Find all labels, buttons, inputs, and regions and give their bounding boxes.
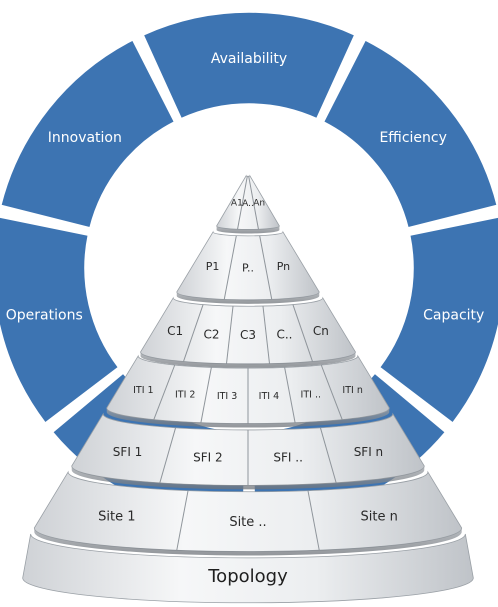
cell-divider: [237, 176, 248, 230]
cell-divider: [200, 367, 212, 423]
tier-rim: [34, 528, 462, 556]
cell-label-site: Site ..: [229, 515, 266, 530]
tier-rim: [216, 226, 280, 234]
ring-segment-availability: Availability: [142, 11, 356, 120]
tier-rim: [71, 466, 425, 490]
tier-surface: [176, 230, 320, 301]
ring-segment-shape: [0, 38, 176, 229]
cell-divider: [319, 427, 337, 483]
cell-label-pn: Pn: [277, 260, 290, 273]
cell-label-iti-n: ITI n: [342, 385, 362, 396]
cell-label-iti-4: ITI 4: [259, 391, 279, 402]
ring-segment-label: Availability: [211, 51, 287, 67]
cone-tier-2: P1 P.. Pn: [176, 230, 320, 304]
ring-segment-innovation: Innovation: [0, 38, 176, 229]
cell-divider: [262, 306, 270, 364]
cell-label-iti: ITI ..: [301, 389, 321, 400]
ring-segment-label: Capacity: [423, 308, 484, 324]
ring-segment-shape: [142, 11, 356, 120]
cell-label-sfi-1: SFI 1: [113, 445, 143, 459]
base-surface: [22, 533, 474, 604]
ring-segment-label: Innovation: [48, 130, 122, 146]
cell-divider: [320, 364, 343, 420]
topology-label: Topology: [207, 566, 288, 587]
cell-label-site-n: Site n: [361, 510, 398, 525]
cone-tier-5: SFI 1 SFI 2 SFI .. SFI n: [71, 412, 425, 490]
cell-label-sfi-n: SFI n: [354, 445, 383, 459]
tier-surface: [140, 296, 356, 365]
tier-surface: [33, 470, 463, 552]
cell-divider: [307, 490, 320, 551]
cell-label-iti-2: ITI 2: [175, 389, 195, 400]
cell-divider: [292, 304, 313, 362]
ring-segment-capacity: Capacity: [378, 216, 498, 425]
cell-divider: [259, 235, 273, 300]
cell-label-iti-3: ITI 3: [217, 391, 237, 402]
ring-segment-shape: [322, 38, 498, 229]
cell-label-p: P..: [242, 262, 254, 275]
cell-divider: [183, 304, 204, 362]
cell-label-c1: C1: [167, 324, 183, 338]
cell-label-sfi: SFI ..: [273, 450, 303, 464]
cell-divider: [248, 176, 259, 230]
cone-tier-6: Site 1 Site .. Site n: [33, 470, 463, 556]
cell-label-sfi-2: SFI 2: [193, 450, 223, 464]
cell-divider: [176, 490, 189, 551]
tier-rim: [140, 352, 356, 368]
tier-rim: [176, 292, 320, 304]
cell-label-a1: A1: [231, 199, 243, 209]
tier-rim: [106, 408, 390, 428]
cell-label-a: A..: [242, 199, 254, 209]
cell-divider: [226, 306, 234, 364]
cell-divider: [153, 364, 176, 420]
cell-divider: [284, 367, 296, 423]
cell-label-c3: C3: [240, 328, 256, 342]
tier-surface: [216, 174, 280, 230]
ring-segment-label: Efficiency: [379, 130, 446, 146]
cell-label-cn: Cn: [313, 324, 329, 338]
ring-segment-efficiency: Efficiency: [322, 38, 498, 229]
cell-label-site-1: Site 1: [98, 510, 135, 525]
cell-label-c2: C2: [204, 327, 220, 341]
cell-label-iti-1: ITI 1: [133, 385, 153, 396]
cone-base: Topology: [22, 533, 474, 604]
ring-segment-label: Operations: [6, 308, 83, 324]
cell-label-c: C..: [276, 327, 292, 341]
cell-divider: [223, 235, 237, 300]
cone-tier-3: C1 C2 C3 C.. Cn: [140, 296, 356, 368]
cell-divider: [159, 427, 177, 483]
ring-segment-shape: [378, 216, 498, 425]
cell-label-p1: P1: [206, 260, 220, 273]
ring-segment-operations: Operations: [0, 216, 120, 425]
cone-tier-4: ITI 1 ITI 2 ITI 3 ITI 4 ITI .. ITI n: [106, 354, 390, 428]
ring-segment-shape: [0, 216, 120, 425]
cell-label-an: An: [253, 199, 265, 209]
